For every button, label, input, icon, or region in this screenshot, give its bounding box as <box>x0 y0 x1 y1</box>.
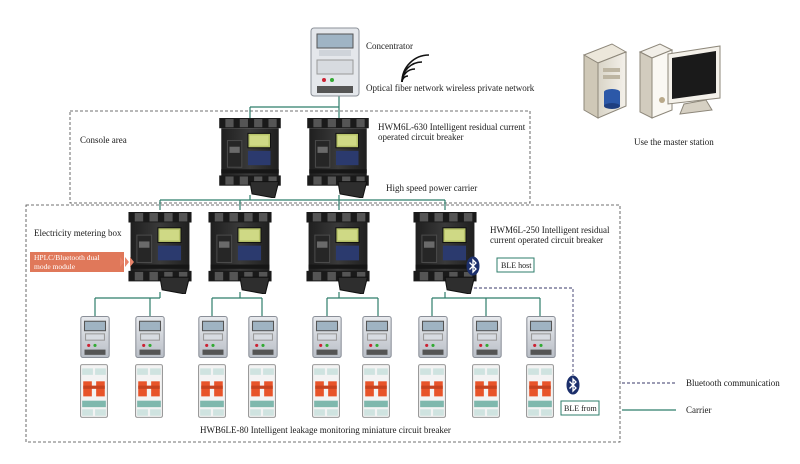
metering-box-label: Electricity metering box <box>34 228 122 238</box>
triple-chevron-icon <box>120 257 134 267</box>
hwm250-label-line1: HWM6L-250 Intelligent residual <box>490 225 610 235</box>
meter-6 <box>362 316 392 358</box>
mcb-3 <box>198 364 226 418</box>
mcb-1 <box>80 364 108 418</box>
hwm630-label-line1: HWM6L-630 Intelligent residual current <box>378 122 526 132</box>
wifi-signal-icon <box>401 54 430 83</box>
metering-breaker-1 <box>128 212 192 294</box>
mcb-6 <box>362 364 390 418</box>
meter-1 <box>80 316 110 358</box>
bluetooth-icon <box>466 256 480 276</box>
meter-8 <box>472 316 502 358</box>
mcb-9 <box>526 364 554 418</box>
hwm630-label-line2: operated circuit breaker <box>378 132 463 142</box>
metering-box-region <box>25 204 621 443</box>
ble-host-label: BLE host <box>501 261 532 270</box>
concentrator-device <box>310 27 360 97</box>
mcb-row <box>80 364 554 418</box>
console-area-label: Console area <box>80 135 127 145</box>
mcb-2 <box>135 364 163 418</box>
hwb-label: HWB6LE-80 Intelligent leakage monitoring… <box>200 425 451 435</box>
mcb-7 <box>418 364 446 418</box>
master-station-icon <box>582 43 721 119</box>
ble-host-box: BLE host <box>496 257 535 273</box>
master-station-label: Use the master station <box>634 137 714 147</box>
hwm250-label-line2: current operated circuit breaker <box>490 235 603 245</box>
hwm6l-250-breaker <box>413 212 477 294</box>
network-label: Optical fiber network wireless private n… <box>366 83 535 93</box>
meter-row <box>80 316 556 358</box>
concentrator-label: Concentrator <box>366 41 413 51</box>
meter-9 <box>526 316 556 358</box>
high-speed-carrier-label: High speed power carrier <box>386 183 477 193</box>
meter-5 <box>312 316 342 358</box>
meter-7 <box>418 316 448 358</box>
mcb-4 <box>248 364 276 418</box>
meter-3 <box>198 316 228 358</box>
mcb-8 <box>472 364 500 418</box>
ble-from-label: BLE from <box>564 404 597 413</box>
hwm6l-630-breaker-1 <box>218 118 282 198</box>
bluetooth-comm-legend: Bluetooth communication <box>686 378 780 388</box>
metering-breaker-2 <box>208 212 272 294</box>
console-area-box <box>69 110 531 204</box>
hplc-module-tag: HPLC/Bluetooth dual mode module <box>30 252 124 272</box>
bluetooth-icon <box>566 375 580 395</box>
hplc-label-line2: mode module <box>34 262 76 271</box>
carrier-legend: Carrier <box>686 405 711 415</box>
mcb-5 <box>312 364 340 418</box>
carrier-lines <box>94 95 676 411</box>
hwm6l-630-breaker-2 <box>306 118 370 198</box>
ble-from-box: BLE from <box>560 400 600 416</box>
meter-2 <box>135 316 165 358</box>
metering-breaker-3 <box>306 212 370 294</box>
hplc-label-line1: HPLC/Bluetooth dual <box>34 253 100 262</box>
meter-4 <box>248 316 278 358</box>
